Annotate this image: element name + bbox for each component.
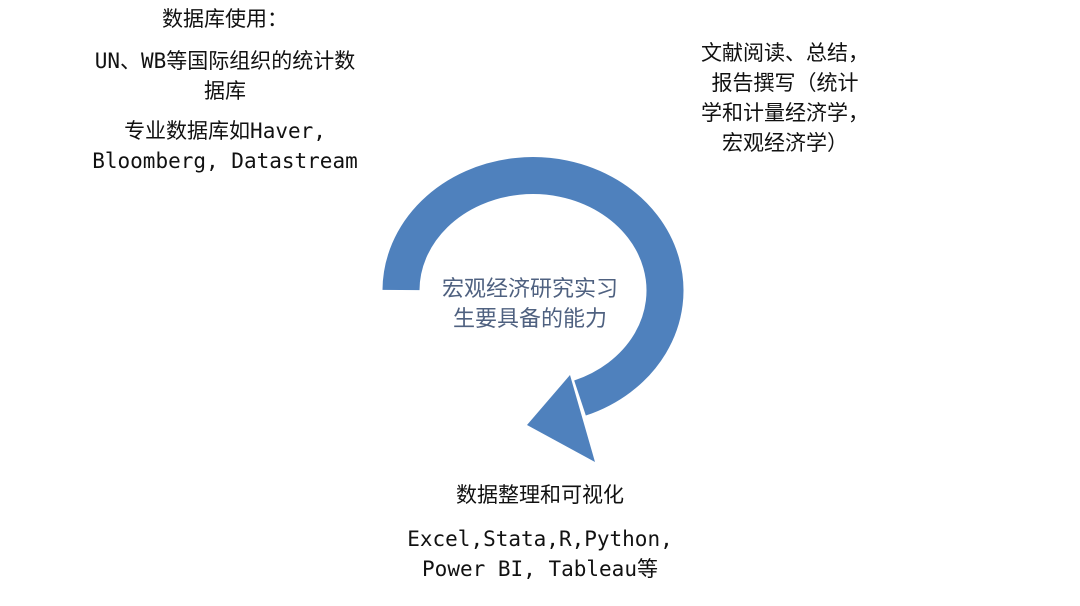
database-block: 数据库使用： UN、WB等国际组织的统计数 据库 专业数据库如Haver, Bl… xyxy=(40,4,410,176)
arrow-arc xyxy=(382,157,684,416)
database-line: Bloomberg, Datastream xyxy=(92,149,358,173)
literature-line: 报告撰写（统计 xyxy=(711,71,859,95)
database-title: 数据库使用： xyxy=(162,7,288,31)
database-line: UN、WB等国际组织的统计数 xyxy=(94,49,356,73)
database-line: 专业数据库如Haver, xyxy=(124,119,326,143)
literature-line: 文献阅读、总结， xyxy=(701,41,869,65)
database-line: 据库 xyxy=(204,79,246,103)
literature-line: 宏观经济学） xyxy=(722,131,848,155)
literature-line: 学和计量经济学， xyxy=(701,101,869,125)
data-processing-line: Excel,Stata,R,Python, xyxy=(407,527,673,551)
arrow-head xyxy=(527,375,595,462)
center-label: 宏观经济研究实习 生要具备的能力 xyxy=(410,275,650,335)
literature-block: 文献阅读、总结， 报告撰写（统计 学和计量经济学， 宏观经济学） xyxy=(660,38,910,158)
data-processing-line: Power BI, Tableau等 xyxy=(422,557,658,581)
center-line: 生要具备的能力 xyxy=(452,307,607,332)
data-processing-block: 数据整理和可视化 Excel,Stata,R,Python, Power BI,… xyxy=(380,480,700,584)
data-processing-title: 数据整理和可视化 xyxy=(456,483,624,507)
center-line: 宏观经济研究实习 xyxy=(441,277,618,302)
